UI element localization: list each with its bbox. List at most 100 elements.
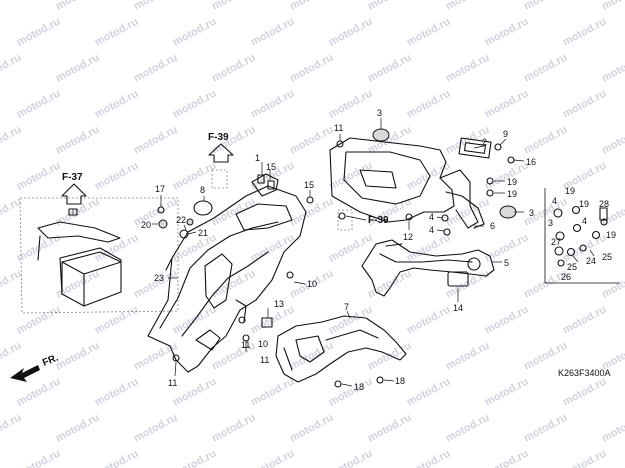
watermark-text: motod.ru xyxy=(522,52,570,85)
callout-2: 2 xyxy=(482,137,487,147)
callout-10b: 10 xyxy=(258,339,268,349)
callout-19: 19 xyxy=(507,177,517,187)
watermark-text: motod.ru xyxy=(405,304,453,337)
watermark-text: motod.ru xyxy=(15,448,63,468)
watermark-text: motod.ru xyxy=(210,196,258,229)
inset-callout-4b: 4 xyxy=(582,216,587,226)
rear-cover xyxy=(329,137,492,229)
watermark-text: motod.ru xyxy=(249,448,297,468)
callout-21: 21 xyxy=(198,228,208,238)
callout-numbers: 1 2 3 3 4 4 5 6 7 8 9 10 10 11 11 11 11 … xyxy=(141,108,536,392)
watermark-text: motod.ru xyxy=(522,0,570,13)
watermark-text: motod.ru xyxy=(444,412,492,445)
watermark-text: motod.ru xyxy=(483,16,531,49)
watermark-text: motod.ru xyxy=(327,88,375,121)
callout-3: 3 xyxy=(377,108,382,118)
watermark-text: motod.ru xyxy=(132,412,180,445)
inset-callout-27: 27 xyxy=(551,237,561,247)
callout-12: 12 xyxy=(403,232,413,242)
watermark-text: motod.ru xyxy=(561,304,609,337)
callout-14: 14 xyxy=(453,303,463,313)
inset-callouts: 4 19 19 28 3 4 19 27 25 24 25 26 xyxy=(548,186,616,282)
ref-label-f39-mid: F-39 xyxy=(368,215,389,226)
watermark-text: motod.ru xyxy=(54,0,102,13)
callout-11b: 11 xyxy=(241,340,250,350)
watermark-text: motod.ru xyxy=(0,0,24,13)
callout-15b: 15 xyxy=(304,180,314,190)
watermark-text: motod.ru xyxy=(54,52,102,85)
callout-1: 1 xyxy=(255,153,260,163)
watermark-text: motod.ru xyxy=(288,52,336,85)
watermark-text: motod.ru xyxy=(171,88,219,121)
watermark-text: motod.ru xyxy=(0,340,24,373)
reflector xyxy=(447,271,469,287)
watermark-text: motod.ru xyxy=(327,304,375,337)
grab-rail-bracket xyxy=(361,239,495,297)
ref-arrow-f37 xyxy=(61,183,87,205)
inset-callout-25: 25 xyxy=(567,262,577,272)
watermark-text: motod.ru xyxy=(249,376,297,409)
watermark-text: motod.ru xyxy=(600,124,625,157)
watermark-text: motod.ru xyxy=(366,412,414,445)
callout-15: 15 xyxy=(266,162,276,172)
watermark-text: motod.ru xyxy=(366,0,414,13)
watermark-text: motod.ru xyxy=(132,0,180,13)
watermark-text: motod.ru xyxy=(444,0,492,13)
watermark-text: motod.ru xyxy=(327,16,375,49)
inset-callout-19c: 19 xyxy=(606,230,616,240)
watermark-text: motod.ru xyxy=(327,376,375,409)
watermark-text: motod.ru xyxy=(210,412,258,445)
front-direction-arrow xyxy=(10,365,40,382)
inset-callout-3: 3 xyxy=(548,218,553,228)
watermark-text: motod.ru xyxy=(561,16,609,49)
watermark-text: motod.ru xyxy=(288,124,336,157)
diagram-code: K263F3400A xyxy=(558,368,611,378)
callout-6: 6 xyxy=(490,221,495,231)
watermark-text: motod.ru xyxy=(93,88,141,121)
watermark-text: motod.ru xyxy=(54,196,102,229)
watermark-text: motod.ru xyxy=(444,52,492,85)
watermark-text: motod.ru xyxy=(288,0,336,13)
watermark-text: motod.ru xyxy=(405,376,453,409)
watermark-text: motod.ru xyxy=(327,448,375,468)
watermark-text: motod.ru xyxy=(600,268,625,301)
watermark-text: motod.ru xyxy=(483,376,531,409)
grommet-3 xyxy=(372,128,390,142)
watermark-text: motod.ru xyxy=(0,196,24,229)
watermark-text: motod.ru xyxy=(249,232,297,265)
watermark-text: motod.ru xyxy=(15,88,63,121)
watermark-text: motod.ru xyxy=(561,88,609,121)
inset-callout-19: 19 xyxy=(565,186,575,196)
callout-8: 8 xyxy=(200,185,205,195)
inset-callout-25b: 25 xyxy=(602,252,612,262)
watermark-text: motod.ru xyxy=(171,376,219,409)
watermark-text: motod.ru xyxy=(210,0,258,13)
watermark-text: motod.ru xyxy=(210,52,258,85)
watermark-text: motod.ru xyxy=(249,16,297,49)
callout-9: 9 xyxy=(503,129,508,139)
watermark-text: motod.ru xyxy=(54,124,102,157)
watermark-text: motod.ru xyxy=(132,124,180,157)
watermark-text: motod.ru xyxy=(132,340,180,373)
watermark-text: motod.ru xyxy=(483,304,531,337)
watermark-text: motod.ru xyxy=(405,88,453,121)
watermark-text: motod.ru xyxy=(54,412,102,445)
watermark-text: motod.ru xyxy=(522,412,570,445)
callout-18b: 18 xyxy=(395,376,405,386)
callout-11d: 11 xyxy=(168,378,177,388)
watermark-text: motod.ru xyxy=(366,52,414,85)
callout-4: 4 xyxy=(429,212,434,222)
rubber-band xyxy=(193,200,213,216)
callout-19b: 19 xyxy=(507,189,517,199)
watermark-text: motod.ru xyxy=(405,16,453,49)
lower-guard xyxy=(275,315,407,383)
callout-22: 22 xyxy=(176,215,186,225)
inner-fender xyxy=(147,173,307,373)
watermark-text: motod.ru xyxy=(561,376,609,409)
watermark-text: motod.ru xyxy=(483,88,531,121)
callout-5: 5 xyxy=(504,258,509,268)
ref-label-f37: F-37 xyxy=(62,172,83,183)
watermark-text: motod.ru xyxy=(171,16,219,49)
callout-13: 13 xyxy=(274,299,284,309)
